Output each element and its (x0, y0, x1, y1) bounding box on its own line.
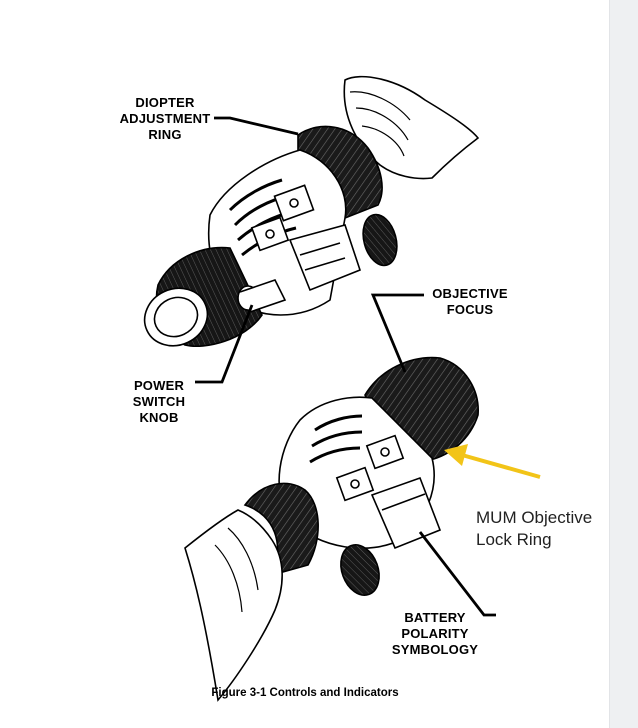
figure-area: DIOPTER ADJUSTMENT RING OBJECTIVE FOCUS … (110, 75, 592, 702)
battery-leader (418, 531, 496, 617)
objective-line-2: FOCUS (446, 302, 494, 317)
diopter-leader (214, 116, 299, 136)
top-monocular (143, 75, 480, 347)
power-line-1: POWER (133, 378, 185, 393)
power-line-2: SWITCH (132, 394, 186, 409)
power-switch-label: POWER SWITCH KNOB (118, 378, 200, 426)
figure-caption: Figure 3-1 Controls and Indicators (211, 687, 399, 699)
diopter-line-2: ADJUSTMENT (119, 111, 211, 126)
battery-line-3: SYMBOLOGY (391, 642, 479, 657)
monocular-illustration (143, 75, 541, 702)
objective-line-1: OBJECTIVE (432, 286, 508, 301)
bottom-monocular (184, 356, 479, 702)
diopter-line-3: RING (148, 127, 182, 142)
right-scroll-panel (609, 0, 638, 728)
battery-label: BATTERY POLARITY SYMBOLOGY (380, 610, 490, 658)
mum-line-1: MUM Objective (476, 508, 593, 527)
callout-lines (195, 116, 496, 617)
mum-arrow (444, 444, 541, 479)
battery-line-2: POLARITY (401, 626, 469, 641)
diopter-label: DIOPTER ADJUSTMENT RING (110, 95, 220, 143)
power-line-3: KNOB (139, 410, 179, 425)
power-leader (195, 304, 254, 384)
mum-line-2: Lock Ring (476, 530, 552, 549)
diopter-line-1: DIOPTER (135, 95, 195, 110)
mum-objective-label: MUM Objective Lock Ring (476, 507, 592, 551)
objective-leader (370, 293, 424, 373)
battery-line-1: BATTERY (404, 610, 466, 625)
objective-focus-label: OBJECTIVE FOCUS (424, 286, 516, 318)
